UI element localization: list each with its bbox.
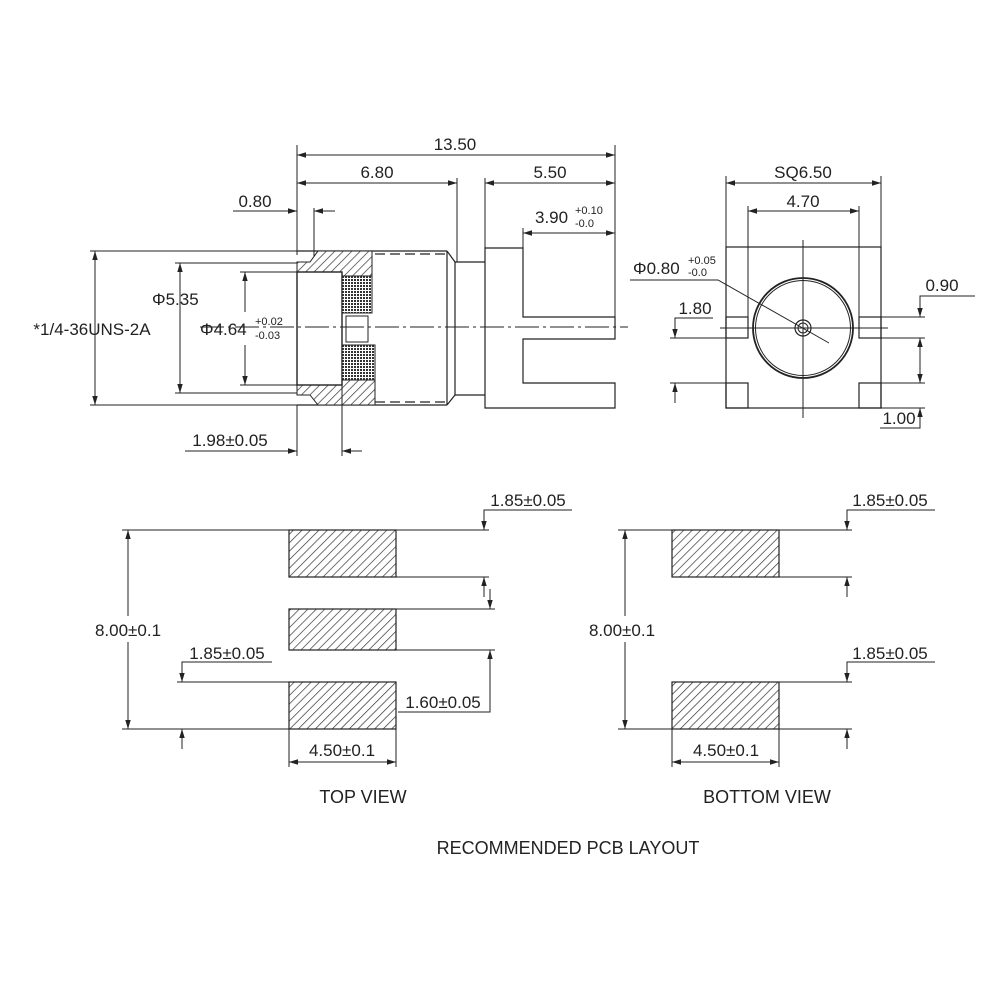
dim-mid-pad-height: 1.60±0.05 (405, 693, 481, 712)
dim-leg-upper-tol: +0.10 (575, 205, 603, 217)
dim-thread: *1/4-36UNS-2A (33, 320, 151, 339)
dim-pin-lower-tol: -0.0 (688, 267, 707, 279)
dim-pin-diameter: Φ0.80 (633, 259, 680, 278)
dim-line-left-pad (179, 661, 272, 682)
top-view-title: TOP VIEW (319, 787, 406, 807)
dim-nut-offset: 0.80 (238, 192, 271, 211)
dim-face-depth: 1.98±0.05 (192, 431, 268, 450)
insulator-knurl (341, 275, 373, 314)
dim-flange-length: 5.50 (533, 163, 566, 182)
bottom-view-layout: 1.85±0.05 1.85±0.05 8.00±0.1 4.50±0.1 BO… (589, 491, 935, 807)
bottom-view-title: BOTTOM VIEW (703, 787, 831, 807)
dim-inner-diameter: Φ4.64 (200, 320, 247, 339)
center-contact (345, 315, 369, 343)
dim-line-mid-pad (398, 650, 493, 713)
dim-total-span: 8.00±0.1 (589, 621, 655, 640)
dim-inner-upper-tol: +0.02 (255, 316, 283, 328)
caption: RECOMMENDED PCB LAYOUT (437, 838, 700, 858)
dim-line-top-pad (844, 509, 935, 530)
dim-square-size: SQ6.50 (774, 163, 832, 182)
pad-middle (288, 608, 397, 651)
dim-top-pad-height: 1.85±0.05 (852, 491, 928, 510)
dim-inner-width: 4.70 (786, 192, 819, 211)
pin-leader (630, 279, 830, 344)
dim-top-pad-height: 1.85±0.05 (490, 491, 566, 510)
top-view-layout: 1.85±0.05 1.60±0.05 8.00±0.1 1.85±0.05 4… (95, 491, 572, 807)
dim-total-span: 8.00±0.1 (95, 621, 161, 640)
dim-pad-height: 0.90 (925, 276, 958, 295)
dim-overall-length: 13.50 (434, 135, 477, 154)
dim-inner-lower-tol: -0.03 (255, 330, 280, 342)
dim-corner-height: 1.00 (882, 409, 915, 428)
dim-pad-width: 4.50±0.1 (693, 741, 759, 760)
pad-bottom (671, 681, 780, 730)
dim-line-top-pad (481, 509, 572, 530)
body-chamfer (446, 250, 485, 263)
dim-pad-pitch: 1.80 (678, 299, 711, 318)
dim-body-length: 6.80 (360, 163, 393, 182)
dim-left-pad-height: 1.85±0.05 (189, 644, 265, 663)
dim-line-corner (880, 408, 923, 429)
pad-top (288, 529, 397, 578)
dim-pin-upper-tol: +0.05 (688, 255, 716, 267)
dim-line-pad-pitch (672, 317, 713, 338)
pad-bottom (288, 681, 397, 730)
body-chamfer (446, 394, 485, 406)
dim-outer-diameter: Φ5.35 (152, 290, 199, 309)
dim-pad-width: 4.50±0.1 (309, 741, 375, 760)
dim-leg-length: 3.90 (535, 208, 568, 227)
dim-bottom-pad-height: 1.85±0.05 (852, 644, 928, 663)
dim-line-bottom-pad (844, 661, 935, 682)
insulator-knurl (341, 344, 376, 381)
corner-leg (858, 382, 882, 409)
side-view: 13.50 6.80 5.50 0.80 3.90 +0.10 -0.0 *1/… (33, 135, 628, 456)
flange-outline (484, 247, 616, 409)
corner-leg (725, 382, 749, 409)
end-view: SQ6.50 4.70 Φ0.80 +0.05 -0.0 1.80 0.90 (630, 163, 975, 429)
nut-face (296, 271, 343, 386)
dim-leg-lower-tol: -0.0 (575, 218, 594, 230)
dim-line-pad-height (917, 295, 975, 317)
pad-top (671, 529, 780, 578)
